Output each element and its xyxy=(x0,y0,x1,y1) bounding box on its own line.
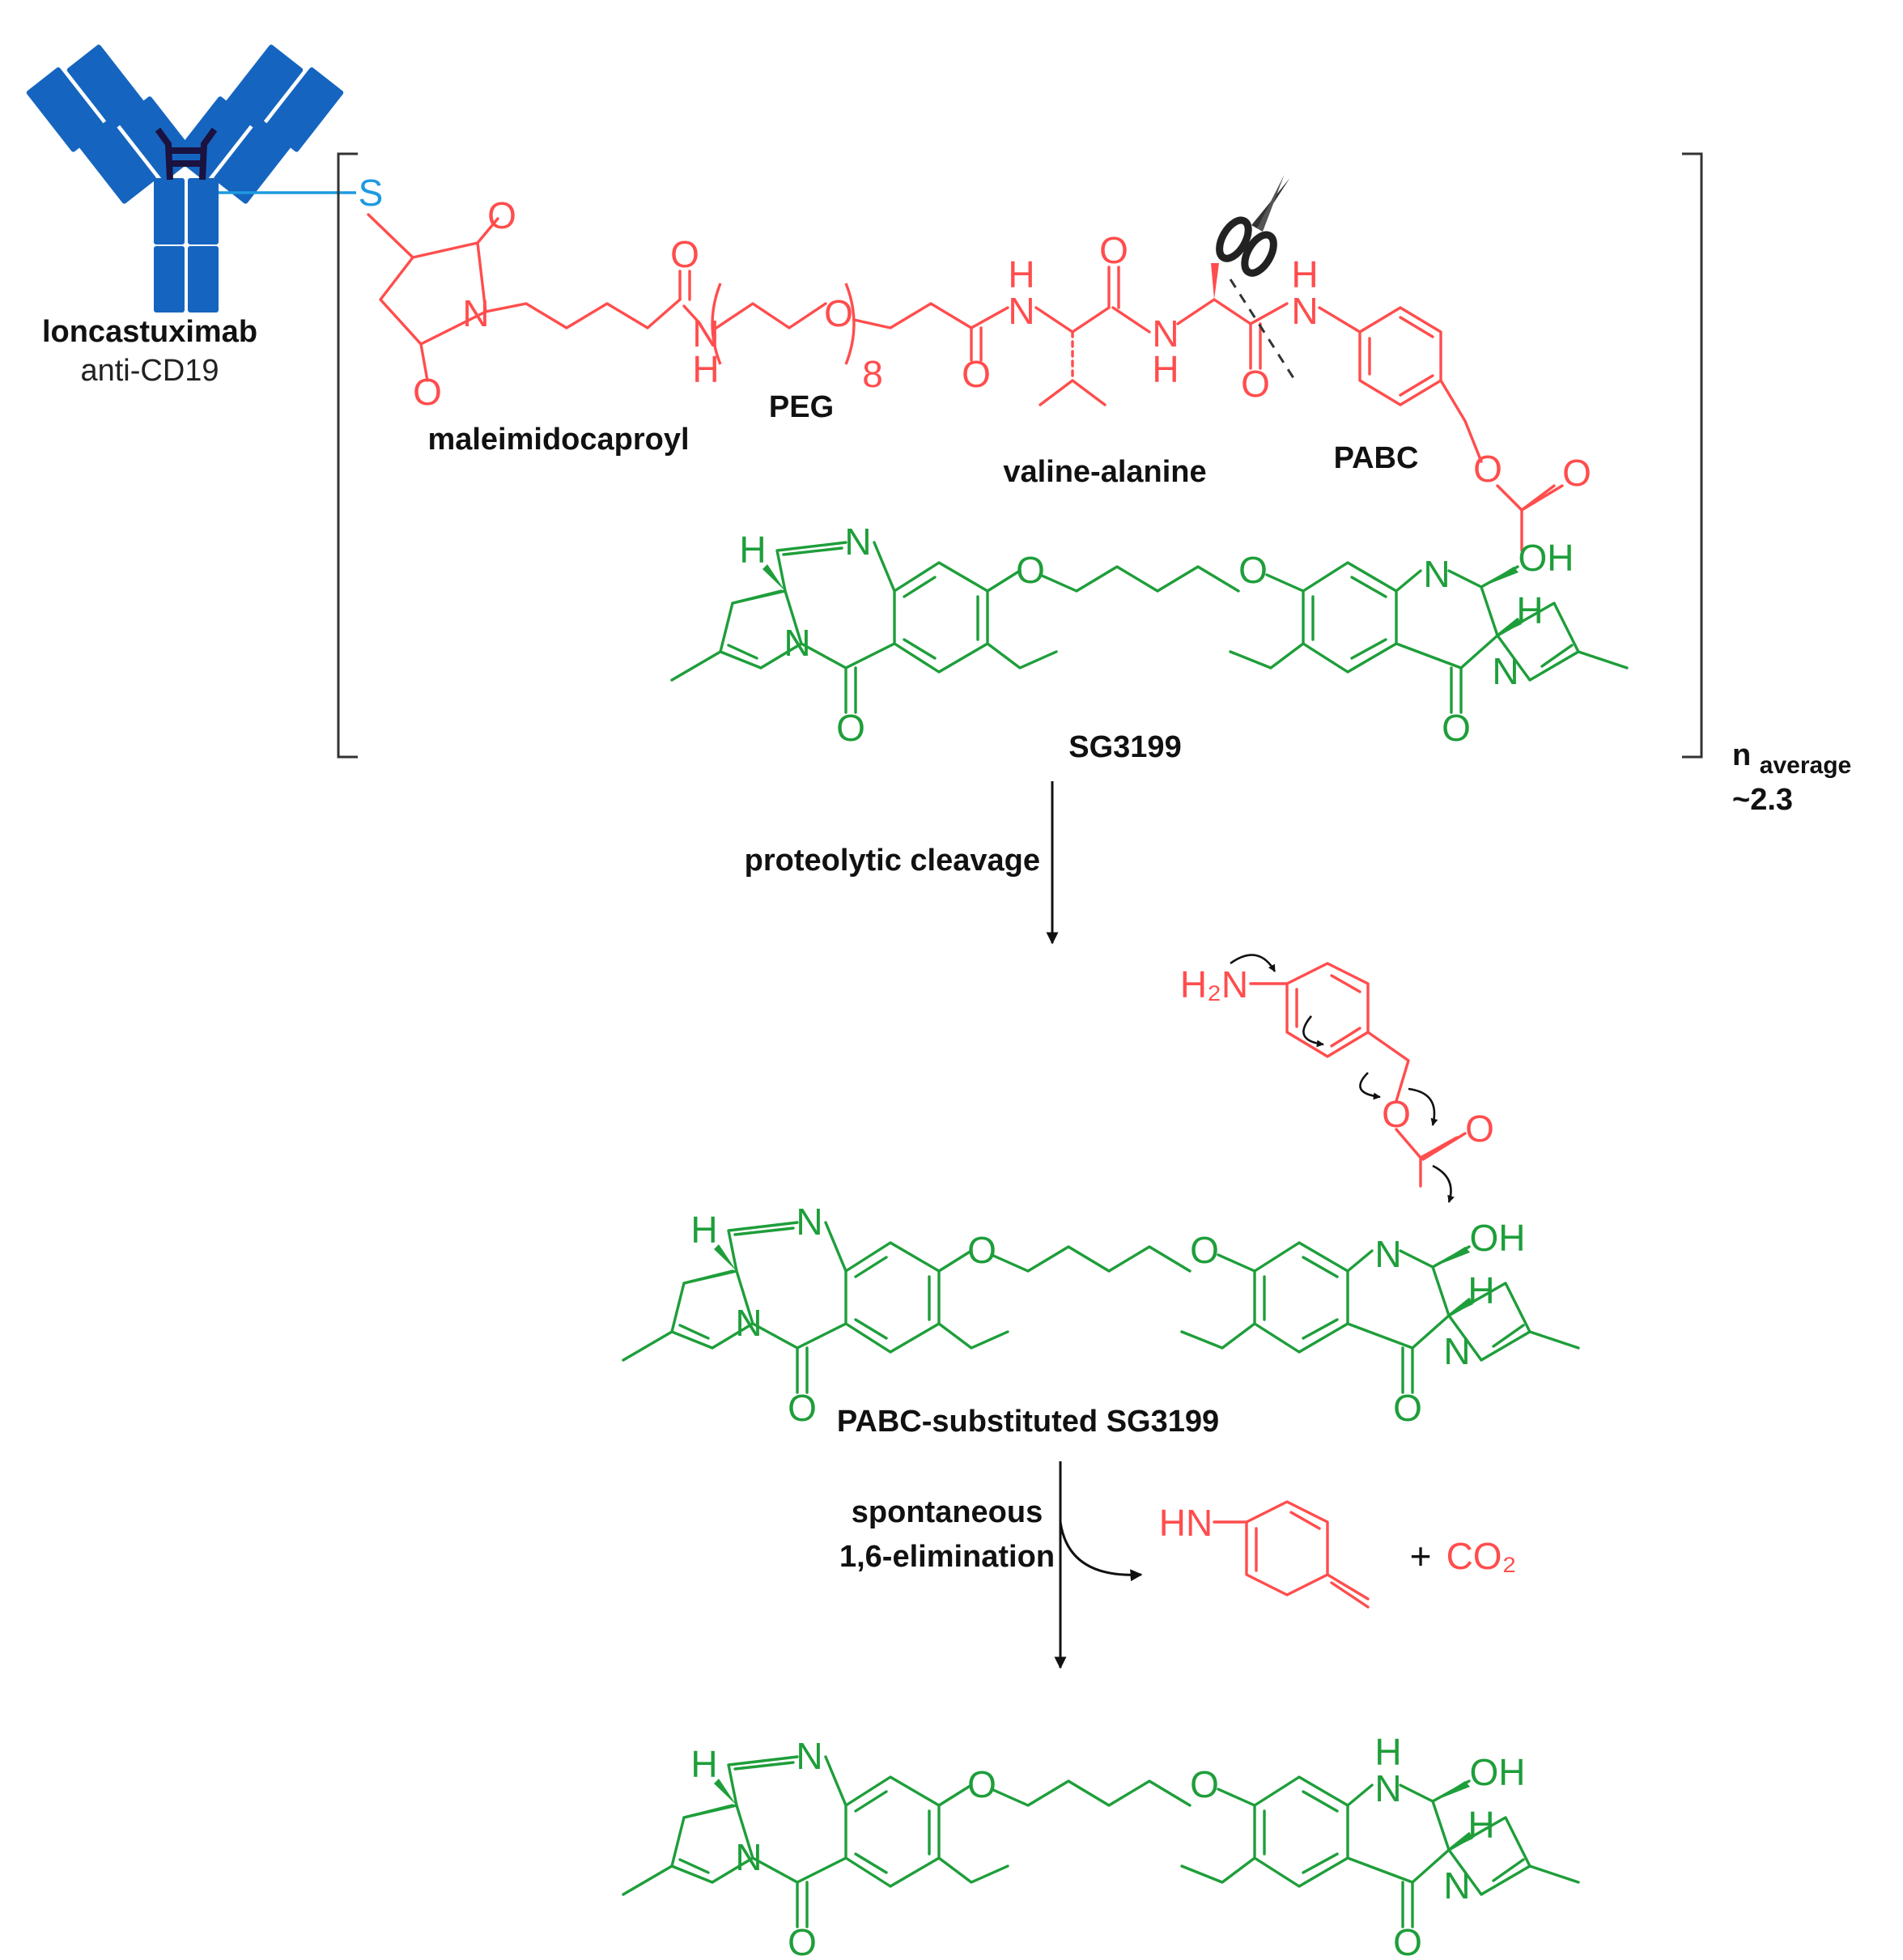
step-2-label-line-2: 1,6-elimination xyxy=(839,1540,1055,1574)
pabc-fragment: H₂N O O xyxy=(1180,954,1494,1203)
dar-subscript: average xyxy=(1760,752,1851,779)
scissors-icon xyxy=(1216,175,1290,277)
antibody-target: anti-CD19 xyxy=(80,354,219,388)
label-peg: PEG xyxy=(769,390,834,424)
label-pabc: PABC xyxy=(1334,441,1419,475)
alanine-nitrogen: N xyxy=(1152,312,1179,355)
dar-value: ~2.3 xyxy=(1732,783,1793,817)
payload-2-n-imine: N xyxy=(844,521,871,563)
step-2-label-line-1: spontaneous xyxy=(852,1495,1043,1529)
linker-nitrogen-2: N xyxy=(692,312,719,355)
payload-2-h-right: H xyxy=(1516,589,1543,631)
payload-3-oh: OH xyxy=(1470,1217,1526,1259)
payload-4-n-pyrrole-right: N xyxy=(1443,1864,1470,1907)
payload-3-o-carbonyl-left: O xyxy=(788,1387,817,1429)
carbamate-oxygen-2: O xyxy=(1562,452,1591,494)
payload-4-oh: OH xyxy=(1470,1751,1526,1793)
payload-2-n-right: N xyxy=(1423,553,1450,595)
payload-4-n-right: N xyxy=(1374,1767,1401,1809)
linker-hydrogen-2: H xyxy=(692,348,719,390)
payload-2-h-left: H xyxy=(739,529,766,571)
payload-2-n-left: N xyxy=(784,622,810,664)
pabc-oxygen-2: O xyxy=(1465,1108,1494,1150)
carbamate-oxygen-1: O xyxy=(1473,448,1502,490)
valine-hydrogen: H xyxy=(1008,253,1034,295)
payload-3-o-carbonyl-right: O xyxy=(1393,1387,1422,1429)
peg-repeat-count: 8 xyxy=(862,353,883,395)
payload-2-oh: OH xyxy=(1519,537,1574,579)
label-valine-alanine: valine-alanine xyxy=(1003,455,1206,489)
payload-3-n-right: N xyxy=(1374,1233,1401,1275)
sulfur-atom: S xyxy=(359,172,384,214)
payload-2-o-ether-left: O xyxy=(1016,549,1045,591)
payload-2-o-ether-right: O xyxy=(1238,549,1268,591)
quinone-methide: HN xyxy=(1159,1500,1370,1609)
dar-label: n average ~2.3 xyxy=(1732,738,1851,817)
linker-oxygen-6: O xyxy=(1241,363,1270,405)
payload-4-o-ether-left: O xyxy=(967,1763,996,1805)
label-maleimidocaproyl: maleimidocaproyl xyxy=(427,423,689,457)
svg-text:n average: n average xyxy=(1732,738,1851,779)
payload-4-o-carbonyl-left: O xyxy=(788,1921,817,1960)
linker-oxygen-3: O xyxy=(670,233,699,275)
linker-nitrogen-1: N xyxy=(462,292,489,334)
step-1-label: proteolytic cleavage xyxy=(745,844,1040,878)
linker-oxygen-1: O xyxy=(487,194,516,236)
dar-n: n xyxy=(1732,738,1751,772)
pabc-oxygen-1: O xyxy=(1382,1093,1411,1135)
linker-structure xyxy=(367,213,1564,552)
payload-3-o-ether-left: O xyxy=(967,1229,996,1271)
pabc-nitrogen: N xyxy=(1291,290,1318,332)
amine-label: H₂N xyxy=(1180,963,1248,1006)
linker-oxygen-5: O xyxy=(1099,229,1128,271)
arrow-icon xyxy=(1059,1521,1143,1582)
plus-sign: + xyxy=(1410,1535,1432,1577)
antibody-icon xyxy=(26,45,344,312)
payload-4-n-left: N xyxy=(735,1836,762,1878)
linker-oxygen-2: O xyxy=(413,371,442,413)
payload-3-n-pyrrole-right: N xyxy=(1443,1330,1470,1372)
intermediate-name: PABC-substituted SG3199 xyxy=(837,1405,1219,1439)
payload-2-o-carbonyl-left: O xyxy=(836,707,865,749)
alanine-hydrogen: H xyxy=(1152,348,1179,390)
payload-4-o-ether-right: O xyxy=(1190,1763,1219,1805)
imine-label: HN xyxy=(1159,1502,1213,1544)
payload-2-o-carbonyl-right: O xyxy=(1442,707,1471,749)
payload-3-o-ether-right: O xyxy=(1190,1229,1219,1271)
payload-3-h-left: H xyxy=(690,1209,717,1251)
payload-4-h-right: H xyxy=(1468,1804,1494,1846)
payload-4-n-imine: N xyxy=(796,1735,822,1777)
payload-4-o-carbonyl-right: O xyxy=(1393,1921,1422,1960)
valine-nitrogen: N xyxy=(1008,290,1034,332)
payload-4-nh-h: H xyxy=(1374,1731,1401,1773)
linker-oxygen-4: O xyxy=(962,353,991,395)
payload-3-n-left: N xyxy=(735,1302,762,1344)
payload-name: SG3199 xyxy=(1068,730,1181,764)
payload-3-n-imine: N xyxy=(796,1201,822,1243)
payload-2-n-pyrrole-right: N xyxy=(1492,650,1519,692)
repeat-bracket xyxy=(337,152,1703,759)
pabc-hydrogen: H xyxy=(1291,253,1318,295)
payload-4-h-left: H xyxy=(690,1743,717,1785)
antibody-name: loncastuximab xyxy=(42,315,257,349)
payload-3-h-right: H xyxy=(1468,1269,1494,1312)
co2-label: CO₂ xyxy=(1446,1535,1517,1577)
peg-oxygen: O xyxy=(824,292,853,334)
